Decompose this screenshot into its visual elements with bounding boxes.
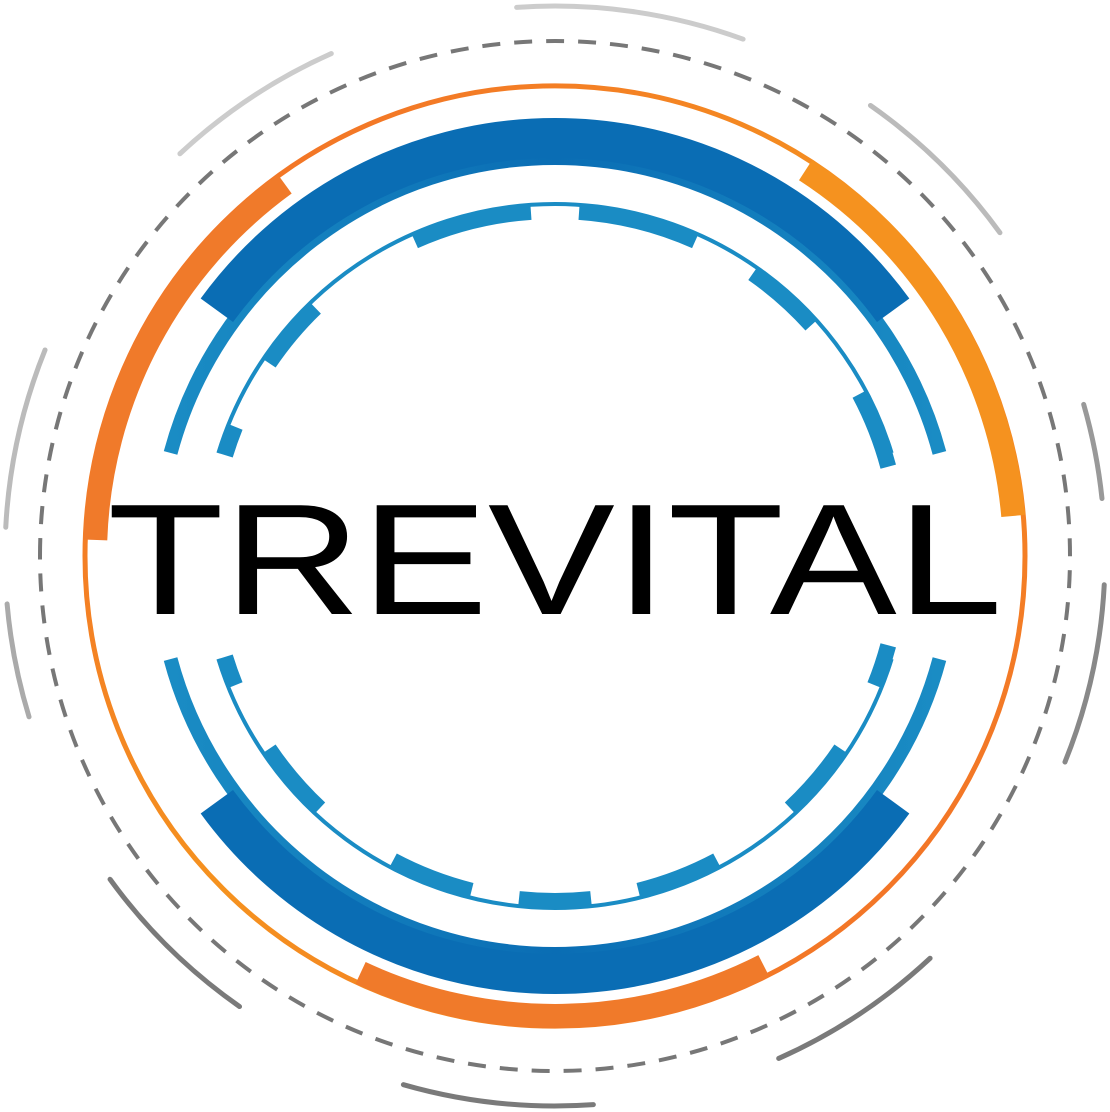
inner-blue-segment <box>262 744 326 815</box>
dashed-gray-ring <box>38 39 1073 1073</box>
blue-ring-arc <box>163 151 947 455</box>
inner-blue-segment <box>784 744 848 815</box>
orange-thick-arc <box>798 160 1026 517</box>
brand-name: TREVITAL <box>108 472 1003 648</box>
inner-blue-segment <box>748 266 818 331</box>
inner-blue-segment <box>578 203 699 249</box>
inner-blue-segment <box>217 423 243 458</box>
inner-blue-segment <box>262 302 321 368</box>
outer-gray-arc <box>514 3 746 42</box>
blue-ring-arc <box>163 657 947 961</box>
blue-thick-arc <box>200 118 910 323</box>
outer-gray-arc <box>3 347 48 530</box>
ring-arcs <box>3 3 1107 1109</box>
inner-blue-segment <box>636 853 721 899</box>
inner-blue-segment <box>852 390 896 469</box>
inner-blue-segment <box>217 654 243 689</box>
orange-thick-arc <box>83 174 292 541</box>
inner-blue-segment <box>411 203 532 249</box>
outer-gray-arc <box>867 102 1003 236</box>
outer-gray-arc <box>107 876 243 1010</box>
orange-thin-ring <box>82 83 1028 1029</box>
blue-thick-arc <box>200 789 910 994</box>
outer-gray-arc <box>776 955 933 1061</box>
orange-thick-arc <box>355 955 770 1028</box>
outer-gray-arc <box>1081 401 1105 502</box>
outer-gray-arc <box>4 601 32 720</box>
outer-gray-arc <box>177 51 334 157</box>
inner-blue-segment <box>389 853 474 899</box>
inner-blue-segment <box>518 891 592 909</box>
outer-gray-arc <box>1062 582 1107 765</box>
outer-gray-arc <box>400 1082 596 1109</box>
inner-blue-segment <box>867 643 896 689</box>
